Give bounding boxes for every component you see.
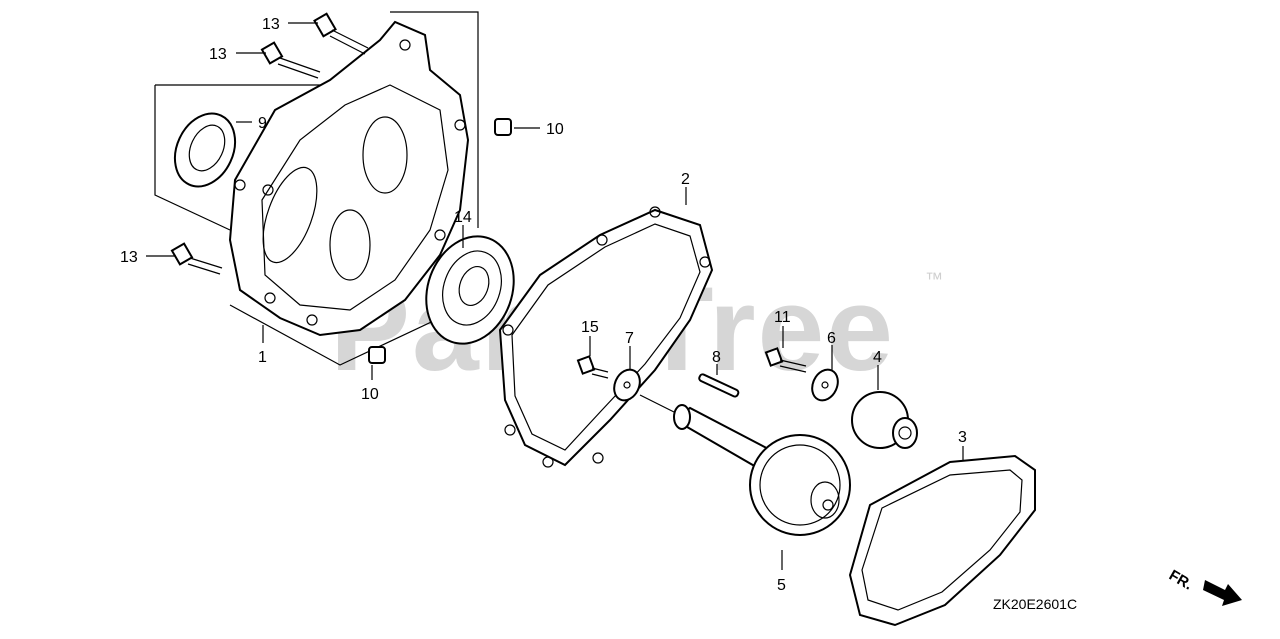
callout-11[interactable]: 11 (774, 309, 791, 326)
callout-14[interactable]: 14 (454, 209, 472, 226)
callout-1[interactable]: 1 (258, 349, 267, 366)
washer-7[interactable] (609, 365, 644, 404)
callout-9[interactable]: 9 (258, 115, 267, 132)
dowel-pin-lower[interactable] (368, 346, 386, 364)
callout-10[interactable]: 10 (546, 121, 564, 138)
washer-6[interactable] (807, 365, 842, 404)
shaft-sprocket[interactable] (639, 394, 851, 536)
callout-8[interactable]: 8 (712, 349, 721, 366)
gasket[interactable] (498, 206, 714, 468)
bolt-upper-left[interactable] (260, 41, 321, 79)
bolt-11[interactable] (764, 347, 807, 373)
case-cover[interactable] (228, 20, 470, 337)
callout-4[interactable]: 4 (873, 349, 882, 366)
diagram-code: ZK20E2601C (993, 596, 1077, 612)
leader-lines (146, 22, 964, 570)
callout-3[interactable]: 3 (958, 429, 967, 446)
ball-bearing[interactable] (412, 224, 529, 356)
bolt-lower-left[interactable] (170, 242, 223, 275)
front-label: FR. (1166, 567, 1195, 594)
callout-13[interactable]: 13 (262, 16, 280, 33)
callout-13[interactable]: 13 (120, 249, 138, 266)
callout-13[interactable]: 13 (209, 46, 227, 63)
drive-chain[interactable] (848, 454, 1036, 627)
bolt-15[interactable] (576, 355, 609, 379)
callout-2[interactable]: 2 (681, 171, 690, 188)
bolt-top[interactable] (313, 12, 369, 55)
assembly-bracket (154, 11, 479, 366)
trademark-symbol: ™ (925, 269, 943, 289)
callout-6[interactable]: 6 (827, 330, 836, 347)
front-direction-indicator: FR. (1166, 567, 1242, 606)
callout-10[interactable]: 10 (361, 386, 379, 403)
key-8[interactable] (698, 373, 740, 398)
arrow-right-icon (1203, 580, 1242, 606)
small-sprocket[interactable] (851, 391, 918, 449)
dowel-pin-upper[interactable] (494, 118, 512, 136)
callout-7[interactable]: 7 (625, 330, 634, 347)
callout-5[interactable]: 5 (777, 577, 786, 594)
oil-seal[interactable] (164, 104, 247, 197)
callout-15[interactable]: 15 (581, 319, 599, 336)
